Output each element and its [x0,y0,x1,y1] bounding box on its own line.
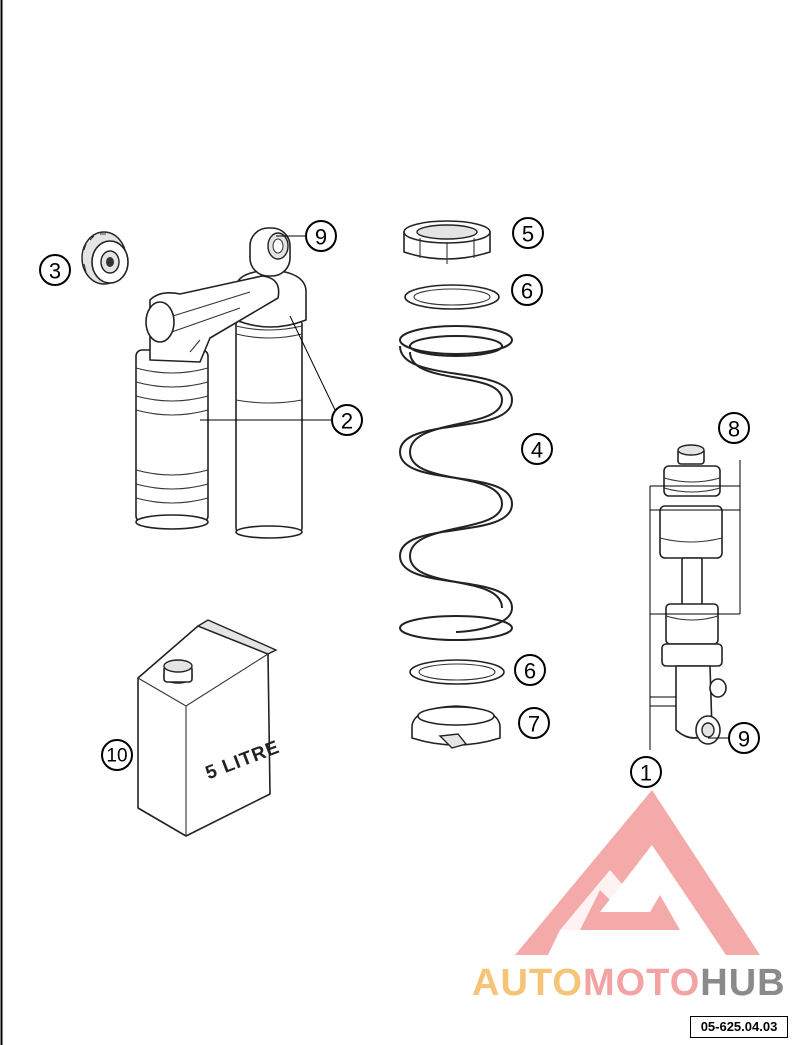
part-damper-rod-assembly [659,444,727,745]
svg-text:AUTOMOTOHUB: AUTOMOTOHUB [472,962,786,1004]
callout-3-label: 3 [49,259,61,284]
part-washer-upper [404,284,500,310]
part-adjusting-nut [403,220,491,264]
callout-4: 4 [521,433,553,465]
leader-lines [200,235,741,750]
callout-10-label: 10 [106,746,127,767]
callout-6-upper-label: 6 [521,279,533,304]
callout-9-upper-label: 9 [315,225,327,250]
callout-9-upper: 9 [305,220,337,252]
diagram-reference-number: 05-625.04.03 [690,1016,788,1038]
callout-5-label: 5 [522,222,534,247]
callout-9-lower: 9 [728,722,760,754]
part-oil-can: 5 LITRE [137,619,283,837]
callout-6-lower-label: 6 [524,659,536,684]
callout-2: 2 [331,404,363,436]
automotohub-logo: AUTOMOTOHUB [472,790,786,1004]
callout-5: 5 [512,217,544,249]
callout-4-label: 4 [531,438,543,463]
logo-word-moto: MOTO [583,962,700,1004]
part-shock-body-reservoir [135,227,307,539]
callout-6-upper: 6 [511,274,543,306]
callout-8: 8 [718,412,750,444]
callout-10: 10 [101,739,133,771]
callout-2-label: 2 [341,409,353,434]
callout-3: 3 [39,254,71,286]
callout-7-label: 7 [528,712,540,737]
part-bushing [81,231,129,285]
logo-word-hub: HUB [700,962,785,1004]
callout-8-label: 8 [728,417,740,442]
part-spring-retainer [411,705,501,749]
callout-1: 1 [630,756,662,788]
part-washer-lower [409,659,505,685]
callout-6-lower: 6 [514,654,546,686]
callout-1-label: 1 [640,761,652,786]
logo-word-auto: AUTO [472,962,583,1004]
logo-triangle [515,790,760,955]
callout-7: 7 [518,707,550,739]
part-spring [398,325,514,641]
callout-9-lower-label: 9 [738,727,750,752]
